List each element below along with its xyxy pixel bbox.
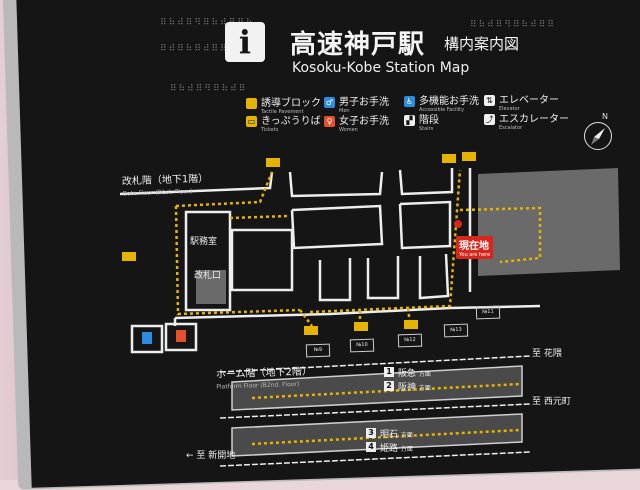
station-title: 高速神戸駅 bbox=[290, 30, 426, 60]
exit-label: №12 bbox=[397, 333, 423, 348]
platform-tactile-route bbox=[251, 382, 521, 446]
braille-dots: ⠿⠷⠾⠿⠻⠿⠷⠾⠿⠿ bbox=[470, 20, 556, 30]
accessible-restroom-icon: ♿ bbox=[404, 96, 415, 107]
station-title-english: Kosoku-Kobe Station Map bbox=[292, 60, 470, 76]
platform-line: 阪神 方面 bbox=[398, 383, 431, 393]
restroom-icons bbox=[142, 330, 186, 344]
direction-shinkaichi: ← 至 新開地 bbox=[186, 451, 236, 461]
women-restroom-icon: ♀ bbox=[324, 116, 335, 127]
compass-needle-icon bbox=[591, 128, 605, 145]
platform-line: 明石 方面 bbox=[380, 430, 413, 440]
information-icon: i bbox=[225, 22, 265, 62]
direction-hanakuma: 至 花隈 bbox=[532, 349, 562, 359]
ticket-icon: ▭ bbox=[246, 116, 257, 127]
platform-line: 阪急 方面 bbox=[398, 369, 431, 379]
braille-dots: ⠿⠾⠿⠷⠿⠾⠿⠿ bbox=[160, 44, 229, 54]
platform-number: 3 bbox=[366, 428, 376, 438]
escalator-icon: ⤴ bbox=[484, 114, 495, 125]
gate-floor-label: 改札階（地下1階）Gate Floor (B1st. Floor) bbox=[121, 173, 209, 198]
map-subtitle: 構内案内図 bbox=[444, 35, 520, 53]
north-label: N bbox=[602, 112, 608, 121]
station-map-drawing bbox=[119, 152, 620, 467]
stairs-icon: ▞ bbox=[404, 115, 415, 126]
braille-dots: ⠿⠷⠾⠿⠻⠿⠷⠾⠿ bbox=[170, 84, 248, 94]
platform-number: 1 bbox=[384, 367, 394, 377]
exit-label: №13 bbox=[443, 323, 469, 338]
direction-nishimotomachi: 至 西元町 bbox=[532, 397, 571, 407]
track-lines bbox=[219, 355, 531, 467]
station-office-label: 駅務室 bbox=[190, 237, 218, 247]
exit-label: №11 bbox=[475, 305, 501, 320]
concourse-walls bbox=[119, 168, 541, 354]
exit-label: №9 bbox=[305, 343, 331, 358]
platforms bbox=[231, 365, 523, 457]
platform-floor-label: ホーム階（地下2階）Platform Floor (B2nd. Floor) bbox=[215, 366, 313, 391]
compass: N bbox=[584, 112, 612, 150]
ticket-gate-label: 改札口 bbox=[194, 271, 222, 281]
platform-number: 4 bbox=[366, 442, 376, 452]
men-restroom-icon: ♂ bbox=[324, 97, 335, 108]
platform-number: 2 bbox=[384, 381, 394, 391]
ticket-machine-icons bbox=[122, 152, 476, 335]
braille-dots: ⠿⠷⠾⠿⠻⠿⠷⠾⠿⠿⠷ bbox=[160, 18, 255, 28]
tactile-pavement-icon bbox=[246, 98, 257, 109]
elevator-icon: ⇅ bbox=[484, 95, 495, 106]
current-location-marker bbox=[454, 220, 462, 228]
platform-line: 姫路 方面 bbox=[380, 444, 413, 454]
building-blocks bbox=[196, 168, 620, 304]
exit-label: №10 bbox=[349, 338, 375, 353]
